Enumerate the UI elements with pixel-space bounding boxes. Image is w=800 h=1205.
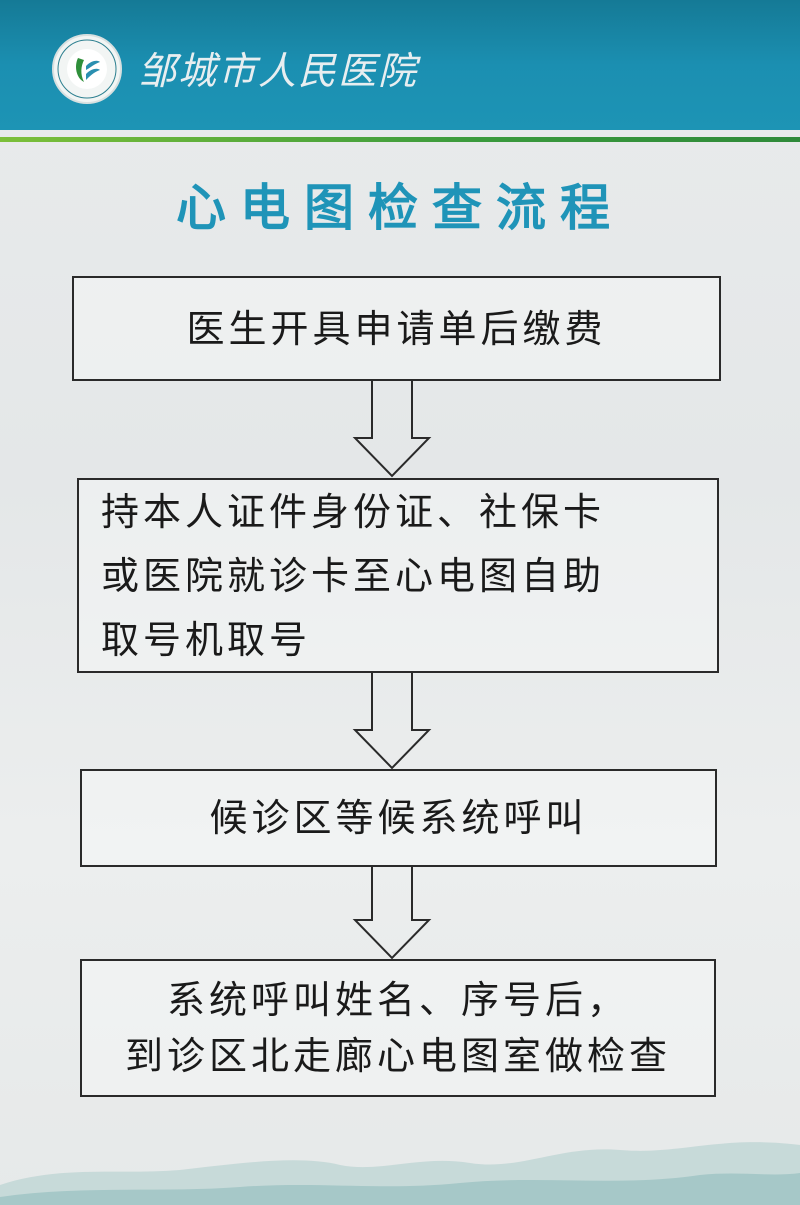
landscape-decoration [0,1142,800,1205]
step-1-line: 医生开具申请单后缴费 [186,306,607,351]
step-2-box: 持本人证件身份证、社保卡 或医院就诊卡至心电图自助 取号机取号 [77,478,719,673]
step-4-line: 系统呼叫姓名、序号后， [166,978,629,1022]
down-arrow-icon [352,672,432,770]
step-4-box: 系统呼叫姓名、序号后， 到诊区北走廊心电图室做检查 [80,959,716,1097]
step-1-box: 医生开具申请单后缴费 [72,276,721,381]
down-arrow-icon [352,380,432,478]
hospital-logo [52,34,122,104]
hospital-name: 邹城市人民医院 [138,49,419,93]
green-stripe [0,137,800,142]
step-4-line: 到诊区北走廊心电图室做检查 [124,1034,671,1078]
step-2-line: 取号机取号 [101,617,312,662]
hospital-banner: 邹城市人民医院 [0,0,800,130]
step-3-line: 候诊区等候系统呼叫 [209,796,588,840]
step-3-box: 候诊区等候系统呼叫 [80,769,717,867]
step-2-line: 或医院就诊卡至心电图自助 [101,553,606,598]
step-2-line: 持本人证件身份证、社保卡 [101,489,606,534]
down-arrow-icon [352,866,432,960]
page-title: 心电图检查流程 [176,179,624,237]
